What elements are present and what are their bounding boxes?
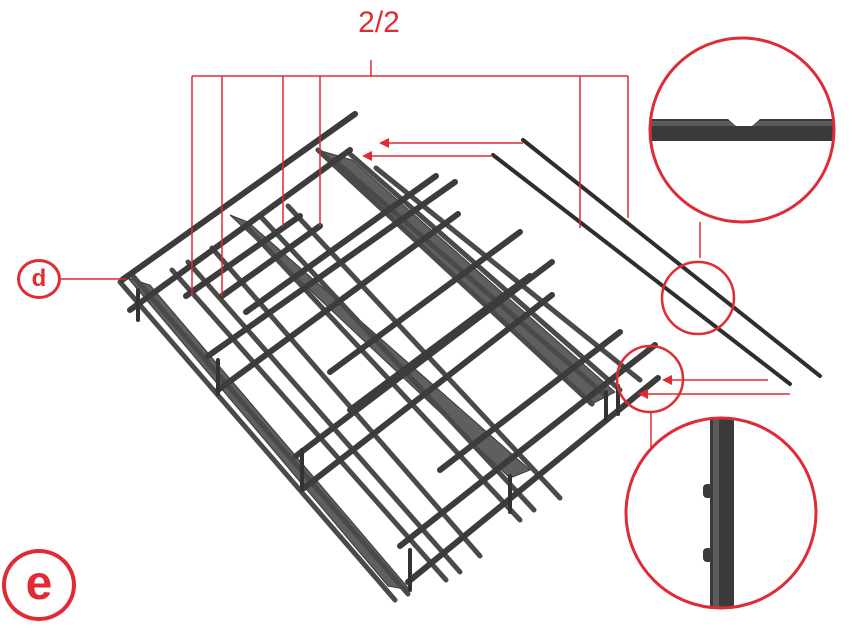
loose-rods (491, 138, 822, 386)
detail-marker-bottom (615, 344, 685, 414)
page-label: 2/2 (358, 6, 400, 39)
magnifier-notch-detail (648, 36, 836, 224)
rack-panels (126, 149, 616, 591)
annotation-lines (61, 60, 790, 462)
detail-marker-top (660, 260, 736, 336)
step-e-badge: e (2, 549, 76, 621)
callout-d-badge: d (17, 259, 61, 299)
magnifier-post-detail (624, 416, 818, 610)
rack-crossbars (119, 111, 661, 585)
rack-posts (136, 288, 620, 592)
